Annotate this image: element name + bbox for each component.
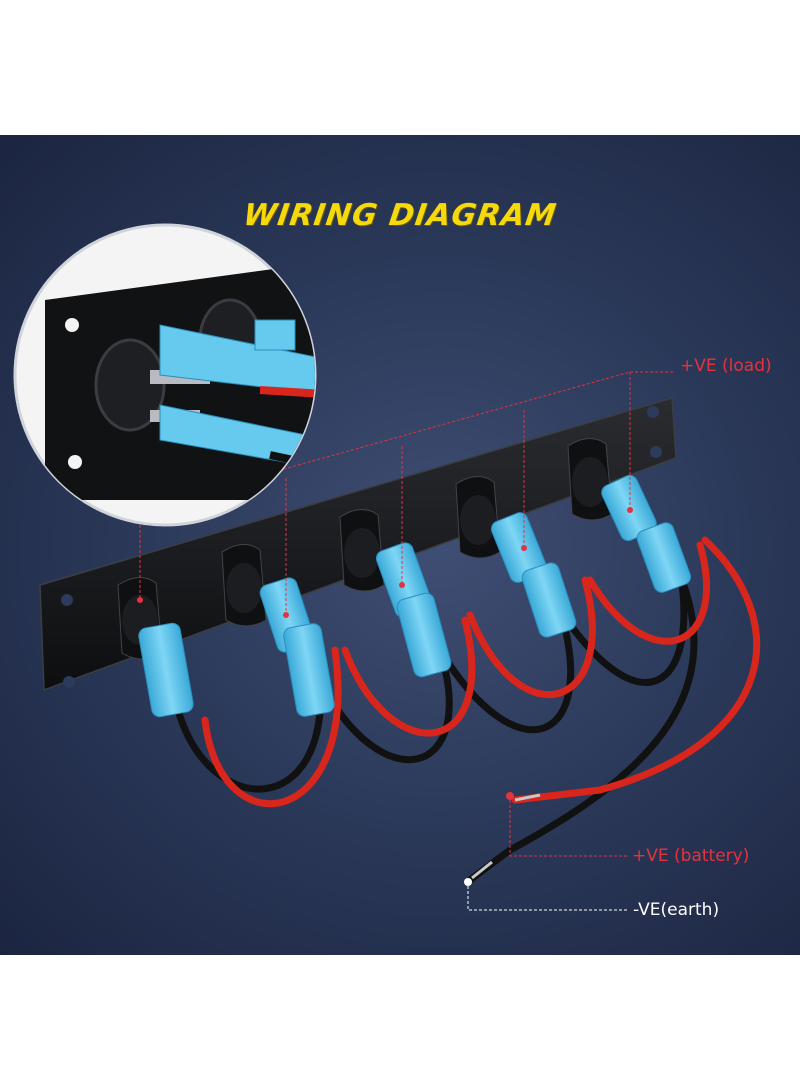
battery-label: +VE (battery) bbox=[632, 846, 750, 866]
switch-5 bbox=[567, 438, 613, 521]
battery-leader-line bbox=[509, 800, 628, 857]
mounting-hole bbox=[647, 406, 659, 418]
zoom-inset bbox=[13, 223, 317, 527]
mounting-hole bbox=[63, 676, 75, 688]
positive-wires bbox=[201, 536, 761, 808]
switch-2 bbox=[221, 544, 267, 627]
earth-leader-line bbox=[467, 886, 628, 911]
wire-ends bbox=[464, 792, 541, 886]
switch-4 bbox=[455, 476, 501, 559]
blue-connectors bbox=[138, 474, 692, 718]
load-points bbox=[137, 507, 633, 618]
battery-wire-tip bbox=[514, 793, 541, 802]
earth-point bbox=[464, 878, 472, 886]
mounting-hole bbox=[61, 594, 73, 606]
earth-label: -VE(earth) bbox=[633, 900, 720, 920]
battery-point bbox=[506, 792, 514, 800]
diagram-title: WIRING DIAGRAM bbox=[241, 198, 559, 233]
switch-3 bbox=[339, 509, 385, 592]
load-label: +VE (load) bbox=[680, 356, 772, 376]
mounting-hole bbox=[650, 446, 662, 458]
earth-wire-tip bbox=[471, 860, 493, 880]
